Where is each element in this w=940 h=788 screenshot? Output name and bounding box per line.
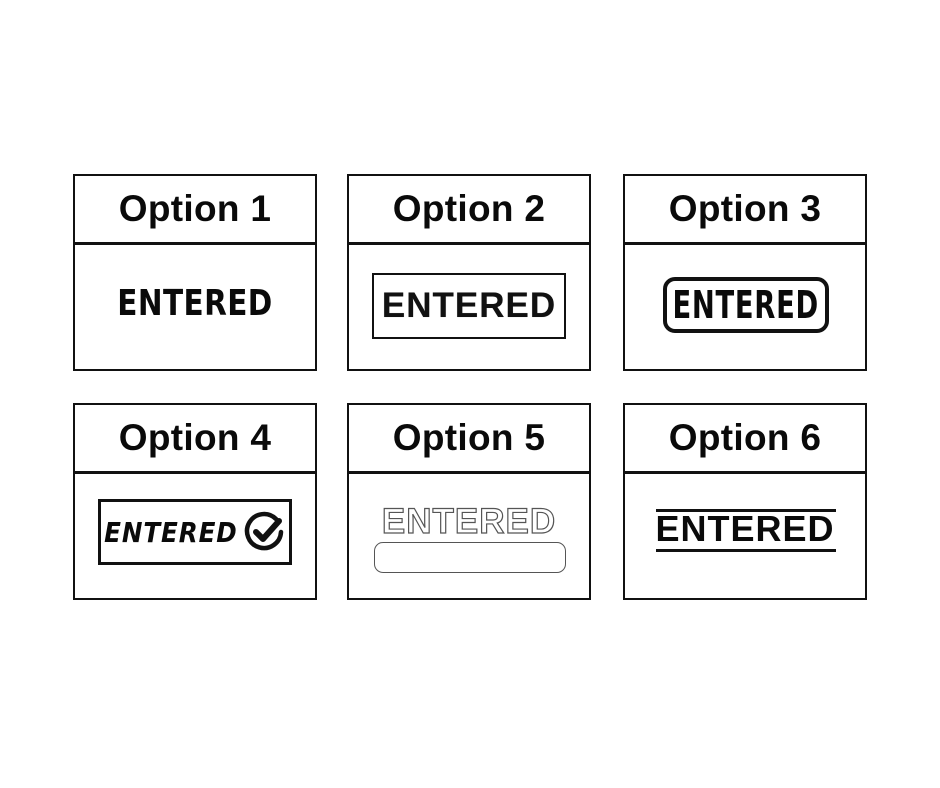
pill-bar (374, 542, 566, 573)
option-card-2[interactable]: Option 2 ENTERED (347, 174, 591, 371)
option-title: Option 6 (625, 405, 865, 474)
option-title: Option 3 (625, 176, 865, 245)
stamp-frame: ENTERED (98, 499, 292, 565)
option-card-1[interactable]: Option 1 ENTERED (73, 174, 317, 371)
top-rule (656, 509, 836, 512)
stamp-frame: ENTERED (663, 277, 829, 333)
check-circle-icon (244, 511, 284, 551)
entered-stamp: ENTERED (117, 283, 273, 324)
option-preview: ENTERED (625, 474, 865, 598)
entered-stamp: ENTERED (672, 283, 820, 327)
bottom-rule (656, 549, 836, 552)
option-card-5[interactable]: Option 5 ENTERED (347, 403, 591, 600)
option-card-3[interactable]: Option 3 ENTERED (623, 174, 867, 371)
option-title: Option 4 (75, 405, 315, 474)
option-preview: ENTERED (625, 245, 865, 369)
option-card-6[interactable]: Option 6 ENTERED (623, 403, 867, 600)
option-card-4[interactable]: Option 4 ENTERED (73, 403, 317, 600)
option-title: Option 1 (75, 176, 315, 245)
option-preview: ENTERED (75, 245, 315, 369)
option-preview: ENTERED (75, 474, 315, 598)
entered-stamp: ENTERED (655, 508, 835, 549)
entered-stamp: ENTERED (381, 501, 557, 541)
option-preview: ENTERED (349, 245, 589, 369)
entered-stamp: ENTERED (104, 515, 238, 549)
entered-stamp: ENTERED (381, 286, 557, 326)
option-preview: ENTERED (349, 474, 589, 598)
stamp-frame: ENTERED (372, 273, 566, 339)
option-title: Option 5 (349, 405, 589, 474)
option-title: Option 2 (349, 176, 589, 245)
